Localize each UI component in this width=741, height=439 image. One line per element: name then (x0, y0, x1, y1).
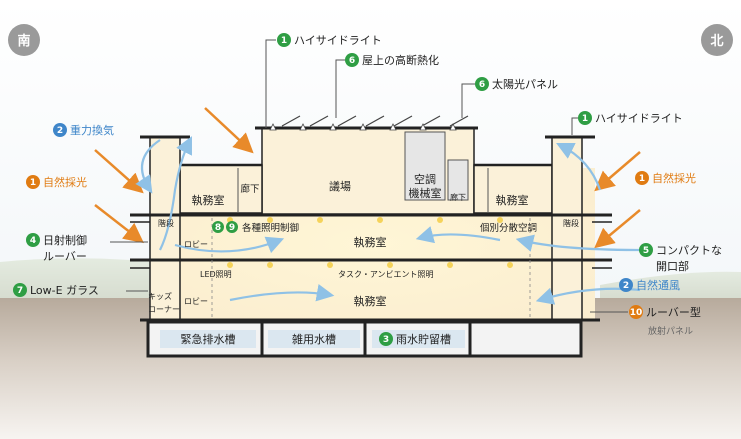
light-fixtures (227, 217, 513, 268)
svg-text:自然通風: 自然通風 (636, 278, 680, 292)
svg-text:ルーバー: ルーバー (43, 250, 87, 263)
room-office-left-top: 執務室 (192, 193, 225, 207)
room-stairs-left: 階段 (158, 218, 174, 228)
svg-text:3: 3 (383, 335, 389, 345)
svg-text:6: 6 (479, 80, 485, 90)
south-indicator: 南 (8, 24, 40, 56)
svg-text:太陽光パネル: 太陽光パネル (492, 77, 558, 91)
svg-text:7: 7 (17, 286, 23, 296)
callout-high-side-light-top: 1 ハイサイドライト (277, 33, 382, 47)
callout-roof-insulation: 6 屋上の高断熱化 (345, 53, 439, 67)
svg-text:4: 4 (30, 236, 36, 246)
svg-text:コンパクトな: コンパクトな (656, 244, 722, 257)
tank-emergency: 緊急排水槽 (181, 332, 236, 346)
callout-daylight-left: 1 自然採光 (26, 175, 87, 189)
svg-text:1: 1 (639, 174, 645, 184)
room-office-lower: 執務室 (354, 294, 387, 308)
room-lobby-low: ロビー (184, 297, 208, 306)
solar-panels (281, 115, 469, 127)
label-task-ambient: タスク・アンビエント照明 (338, 270, 434, 279)
basement: 緊急排水槽 雑用水槽 (146, 320, 583, 358)
svg-text:日射制御: 日射制御 (43, 233, 87, 247)
label-led-lighting: LED照明 (200, 270, 232, 279)
north-label: 北 (710, 34, 723, 49)
hill-right (600, 271, 741, 300)
svg-text:自然採光: 自然採光 (43, 175, 87, 189)
svg-text:雨水貯留槽: 雨水貯留槽 (396, 333, 451, 346)
callout-radiant-panel: 10 ルーバー型 放射パネル (629, 305, 701, 337)
svg-text:ハイサイドライト: ハイサイドライト (294, 34, 382, 47)
leader-lines (110, 39, 628, 313)
svg-text:5: 5 (643, 246, 649, 256)
callout-solar-louver: 4 日射制御 ルーバー (26, 233, 87, 263)
south-label: 南 (17, 33, 30, 49)
callout-lighting-control: 8 9 各種照明制御 (212, 221, 299, 234)
room-aircon-label: 空調 (414, 172, 436, 186)
room-kids: キッズ (148, 291, 172, 301)
svg-text:9: 9 (229, 223, 235, 233)
svg-text:Low-E ガラス: Low-E ガラス (30, 284, 99, 297)
room-lobby-mid: ロビー (184, 240, 208, 249)
room-corridor-right: 廊下 (450, 192, 466, 202)
callout-gravity-ventilation: 2 重力換気 (53, 123, 114, 137)
callout-rainwater-tank: 3 雨水貯留槽 (379, 332, 451, 346)
callout-daylight-right: 1 自然採光 (635, 171, 696, 185)
svg-text:各種照明制御: 各種照明制御 (242, 222, 299, 234)
tank-gray-water: 雑用水槽 (292, 332, 336, 346)
svg-text:10: 10 (630, 308, 643, 318)
svg-text:放射パネル: 放射パネル (648, 325, 693, 337)
svg-text:2: 2 (623, 281, 629, 291)
roof-equipment (269, 123, 457, 131)
label-individual-ac: 個別分散空調 (480, 222, 537, 234)
callout-compact-openings: 5 コンパクトな 開口部 (639, 243, 722, 273)
svg-text:6: 6 (349, 56, 355, 66)
callout-solar-panel: 6 太陽光パネル (475, 77, 558, 91)
svg-text:1: 1 (281, 36, 287, 46)
room-stairs-right: 階段 (563, 218, 579, 228)
room-office-right-top: 執務室 (496, 193, 529, 207)
svg-text:自然採光: 自然採光 (652, 171, 696, 185)
room-machine-room: 機械室 (409, 186, 442, 200)
north-indicator: 北 (701, 24, 733, 56)
svg-text:屋上の高断熱化: 屋上の高断熱化 (362, 53, 439, 67)
room-kids-corner: コーナー (148, 305, 180, 314)
room-office-middle: 執務室 (354, 235, 387, 249)
callout-high-side-light-right: 1 ハイサイドライト (578, 111, 683, 125)
svg-text:1: 1 (30, 178, 36, 188)
svg-text:1: 1 (582, 114, 588, 124)
room-assembly-hall: 議場 (329, 179, 351, 193)
svg-text:ハイサイドライト: ハイサイドライト (595, 112, 683, 125)
svg-text:ルーバー型: ルーバー型 (646, 305, 701, 319)
svg-text:2: 2 (57, 126, 63, 136)
svg-text:開口部: 開口部 (656, 259, 689, 273)
room-corridor-left: 廊下 (240, 183, 259, 195)
sunlight-arrows (94, 107, 641, 249)
svg-text:8: 8 (215, 223, 221, 233)
callout-natural-ventilation: 2 自然通風 (619, 278, 680, 292)
svg-text:重力換気: 重力換気 (70, 123, 114, 137)
callout-low-e-glass: 7 Low-E ガラス (13, 283, 99, 297)
